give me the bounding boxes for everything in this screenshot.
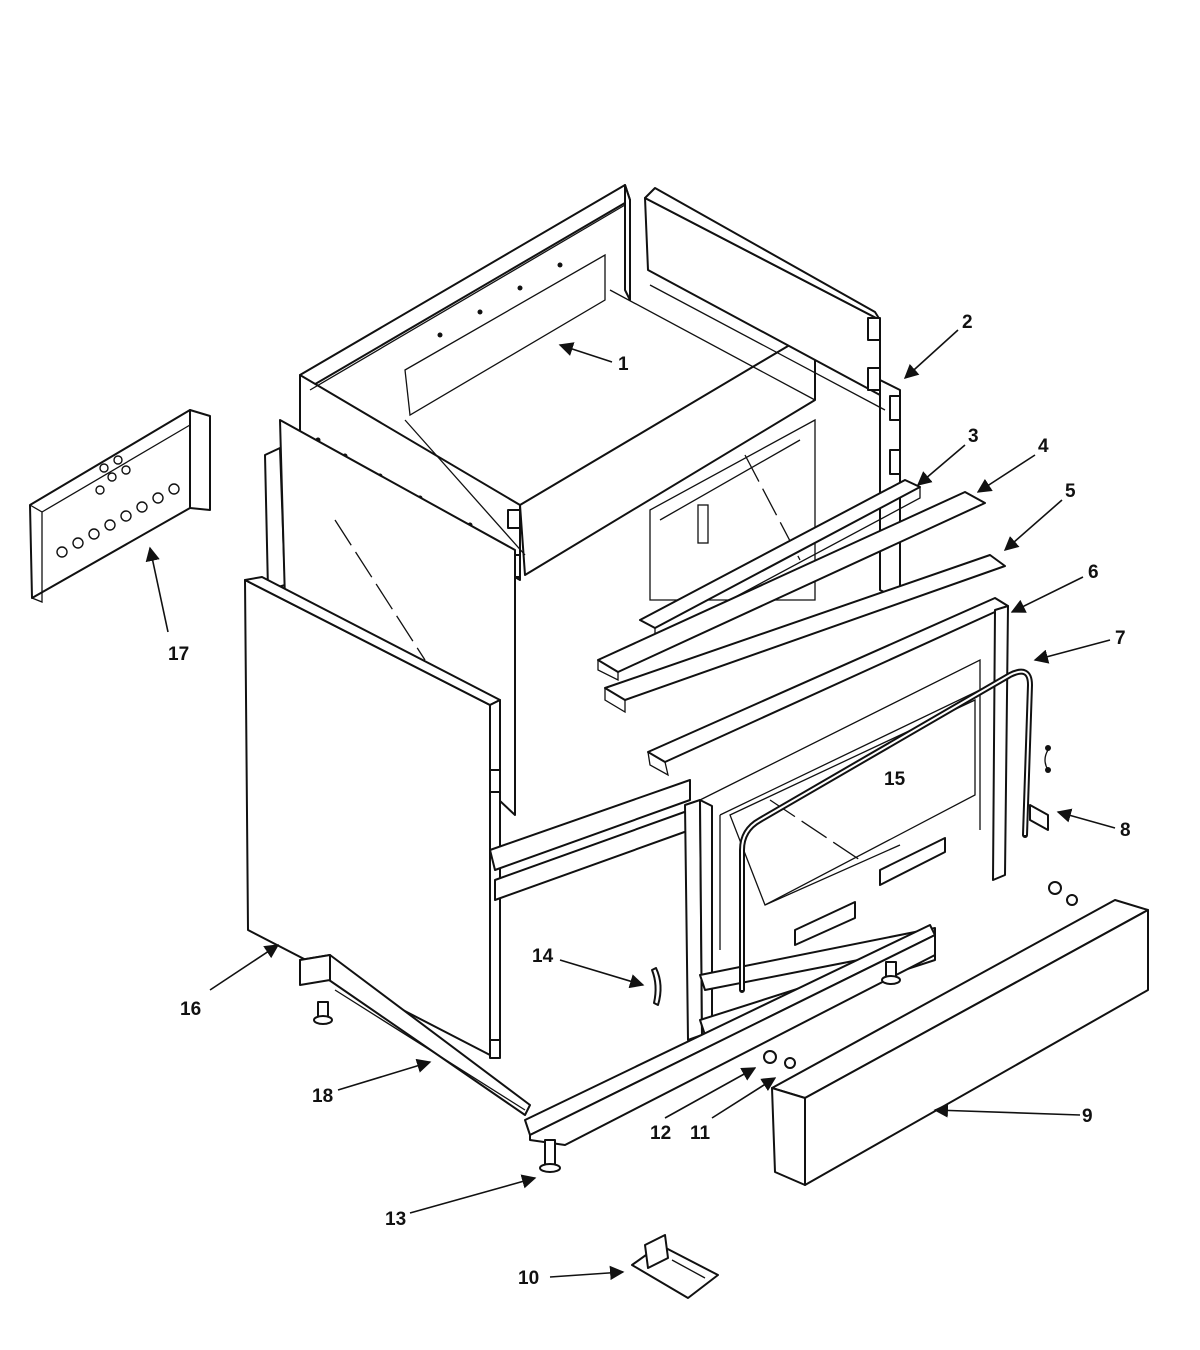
- callout-3: 3: [968, 426, 979, 447]
- rail-part-4: [597, 491, 986, 682]
- rail-part-5: [604, 554, 1006, 714]
- door-seal-part: [739, 668, 1034, 993]
- callout-2: 2: [962, 312, 973, 333]
- control-panel-holes: [56, 455, 180, 558]
- callout-9: 9: [1082, 1106, 1093, 1127]
- callout-8: 8: [1120, 820, 1131, 841]
- callout-12: 12: [650, 1123, 671, 1144]
- bracket-part: [631, 1234, 719, 1299]
- rail-part-3: [639, 479, 921, 642]
- callout-1: 1: [618, 354, 629, 375]
- callout-18: 18: [312, 1086, 333, 1107]
- callout-13: 13: [385, 1209, 406, 1230]
- callout-17: 17: [168, 644, 189, 665]
- inner-compartment: [649, 418, 816, 601]
- callout-16: 16: [180, 999, 201, 1020]
- callout-10: 10: [518, 1268, 539, 1289]
- callout-4: 4: [1038, 436, 1049, 457]
- left-side-panel-part: [244, 419, 516, 1059]
- kick-plate-part: [771, 899, 1149, 1186]
- screw-parts: [763, 881, 1078, 1069]
- callout-6: 6: [1088, 562, 1099, 583]
- leveling-leg-parts: [313, 961, 901, 1173]
- hinge-part: [1029, 745, 1051, 831]
- callout-7: 7: [1115, 628, 1126, 649]
- leader-arrows: [145, 329, 1116, 1281]
- callout-11: 11: [690, 1123, 711, 1144]
- front-frame-part: [489, 605, 1009, 1041]
- base-frame-part: [299, 924, 936, 1146]
- callout-5: 5: [1065, 481, 1076, 502]
- handle-clip-part: [651, 967, 662, 1006]
- callout-14: 14: [532, 946, 554, 967]
- callout-15: 15: [884, 769, 906, 790]
- control-panel-part: [29, 409, 211, 603]
- callout-labels: 1 2 3 4 5 6 7 8 9 10 11 12 13 14 15 16 1…: [168, 312, 1131, 1289]
